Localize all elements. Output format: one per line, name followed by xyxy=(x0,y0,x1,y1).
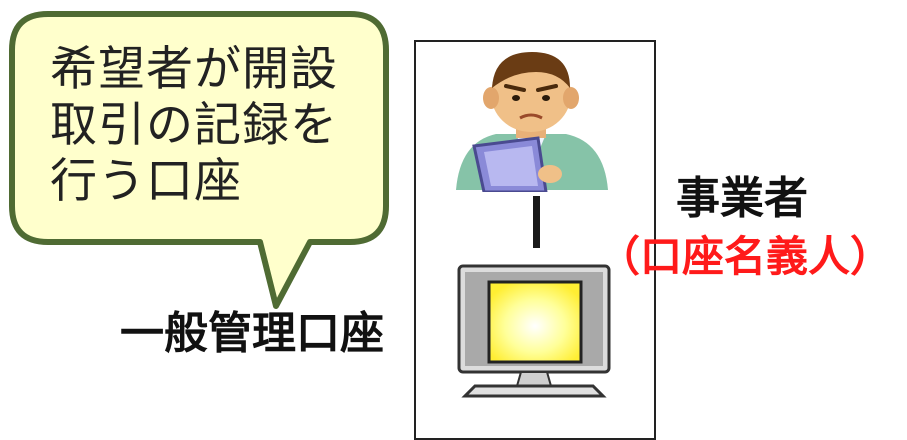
callout-text: 希望者が開設 取引の記録を 行う口座 xyxy=(50,42,338,209)
connector-line xyxy=(533,196,540,248)
computer-monitor-icon xyxy=(455,262,615,406)
speech-bubble: 希望者が開設 取引の記録を 行う口座 xyxy=(8,10,390,309)
speech-bubble-shape xyxy=(9,11,389,309)
businessman-with-laptop-icon xyxy=(446,42,616,196)
account-holder-label: （口座名義人） xyxy=(598,232,893,281)
operator-label: 事業者 xyxy=(676,173,808,224)
general-management-account-label: 一般管理口座 xyxy=(120,308,384,359)
